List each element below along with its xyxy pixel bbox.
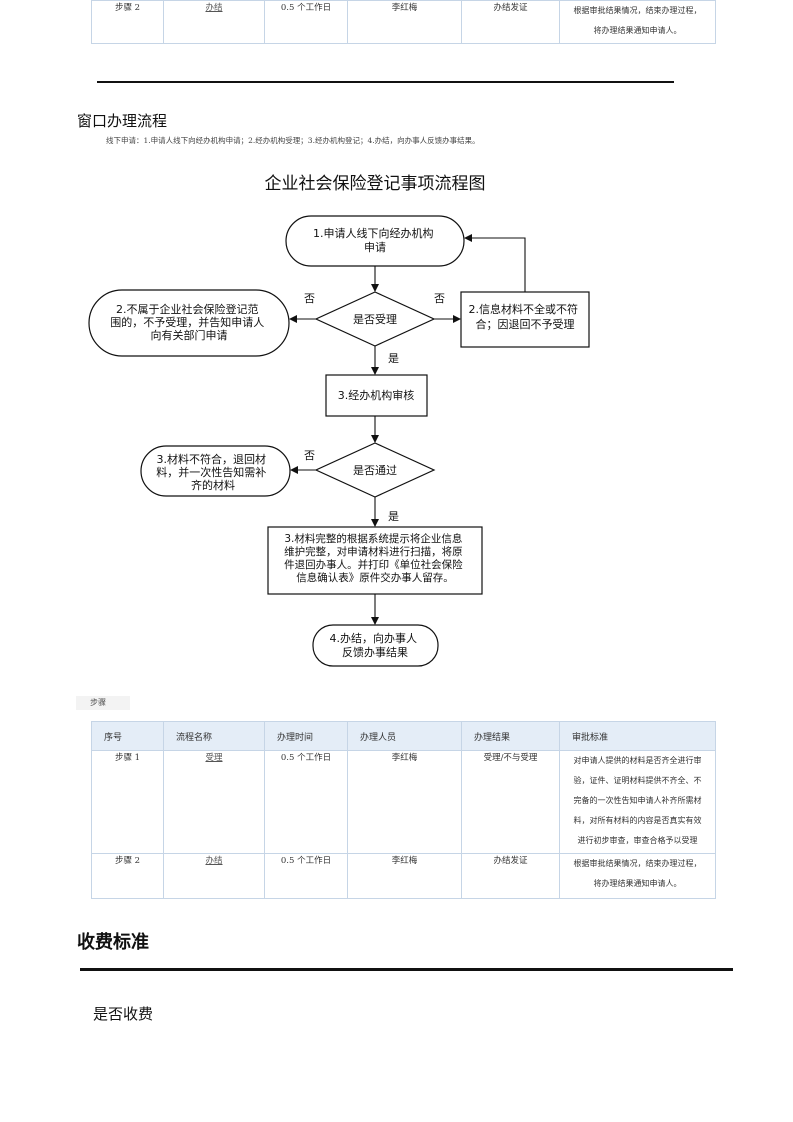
- header-result: 办理结果: [461, 721, 560, 751]
- header-person: 办理人员: [347, 721, 462, 751]
- reject-left-node: [88, 289, 290, 357]
- header-name: 流程名称: [163, 721, 265, 751]
- section-heading-fee: 收费标准: [77, 932, 149, 953]
- fee-divider: [80, 968, 733, 971]
- label-yes-1: 是: [388, 352, 399, 365]
- review-text: 3.经办机构审核: [338, 388, 415, 402]
- end-text: 4.办结，向办事人 反馈办事结果: [330, 631, 421, 659]
- step-name-link[interactable]: 办结: [205, 3, 223, 13]
- label-no-left: 否: [304, 292, 315, 305]
- step-criteria: 根据审批结果情况，结束办理过程， 将办理结果通知申请人。: [559, 0, 716, 44]
- step-time: 0.5 个工作日: [264, 853, 348, 899]
- decision-accept-text: 是否受理: [353, 313, 397, 326]
- review-node: [325, 374, 428, 417]
- step-person: 李红梅: [347, 0, 462, 44]
- label-yes-2: 是: [388, 510, 399, 523]
- end-node: [312, 624, 439, 667]
- flowchart: 企业社会保险登记事项流程图 1.申请人线下向经办机构 申请 是否受理 2.不属于…: [88, 174, 590, 667]
- reject-left-text: 2.不属于企业社会保险登记范 围的，不予受理，并告知申请人 向有关部门申请: [110, 302, 268, 342]
- header-time: 办理时间: [264, 721, 348, 751]
- step-result: 办结发证: [461, 853, 560, 899]
- decision-pass-text: 是否通过: [353, 464, 397, 477]
- header-criteria: 审批标准: [559, 721, 716, 751]
- flowchart-title: 企业社会保险登记事项流程图: [265, 174, 486, 194]
- section-heading-window-process: 窗口办理流程: [77, 112, 168, 130]
- step-time: 0.5 个工作日: [264, 750, 348, 854]
- step-seq: 步骤 2: [91, 853, 164, 899]
- table-header-row: 序号 流程名称 办理时间 办理人员 办理结果 审批标准: [91, 721, 716, 751]
- table-row: 步骤 1 受理 0.5 个工作日 李红梅 受理/不与受理 对申请人提供的材料是否…: [91, 750, 716, 854]
- step-name-link[interactable]: 办结: [205, 856, 223, 866]
- step-seq: 步骤 1: [91, 750, 164, 854]
- reject-right-node: [460, 291, 590, 348]
- step-seq: 步骤 2: [91, 0, 164, 44]
- fail-text: 3.材料不符合，退回材 料，并一次性告知需补 齐的材料: [156, 452, 270, 492]
- table-row: 步骤 2 办结 0.5 个工作日 李红梅 办结发证 根据审批结果情况，结束办理过…: [91, 0, 716, 44]
- section-divider: [97, 81, 674, 83]
- top-steps-table: 步骤 2 办结 0.5 个工作日 李红梅 办结发证 根据审批结果情况，结束办理过…: [91, 0, 716, 44]
- step-criteria: 根据审批结果情况，结束办理过程， 将办理结果通知申请人。: [559, 853, 716, 899]
- process-description: 线下申请：1.申请人线下向经办机构申请；2.经办机构受理；3.经办机构登记；4.…: [106, 136, 480, 145]
- step-time: 0.5 个工作日: [264, 0, 348, 44]
- label-no-2: 否: [304, 449, 315, 462]
- steps-table: 序号 流程名称 办理时间 办理人员 办理结果 审批标准 步骤 1 受理 0.5 …: [91, 721, 716, 899]
- table-row: 步骤 2 办结 0.5 个工作日 李红梅 办结发证 根据审批结果情况，结束办理过…: [91, 853, 716, 899]
- arrow-reject-right-loop: [464, 234, 526, 292]
- step-result: 受理/不与受理: [461, 750, 560, 854]
- step-name-link[interactable]: 受理: [205, 753, 223, 763]
- step-person: 李红梅: [347, 750, 462, 854]
- step-criteria: 对申请人提供的材料是否齐全进行审 验，证件、证明材料提供不齐全、不 完备的一次性…: [559, 750, 716, 854]
- complete-text: 3.材料完整的根据系统提示将企业信息 维护完整，对申请材料进行扫描，将原 件退回…: [284, 532, 466, 584]
- start-node-text: 1.申请人线下向经办机构 申请: [313, 226, 437, 254]
- label-no-right: 否: [434, 292, 445, 305]
- step-person: 李红梅: [347, 853, 462, 899]
- steps-label: 步骤: [76, 696, 130, 710]
- step-result: 办结发证: [461, 0, 560, 44]
- reject-right-text: 2.信息材料不全或不符 合；因退回不予受理: [469, 302, 582, 331]
- fee-subheading: 是否收费: [93, 1005, 154, 1023]
- header-seq: 序号: [91, 721, 164, 751]
